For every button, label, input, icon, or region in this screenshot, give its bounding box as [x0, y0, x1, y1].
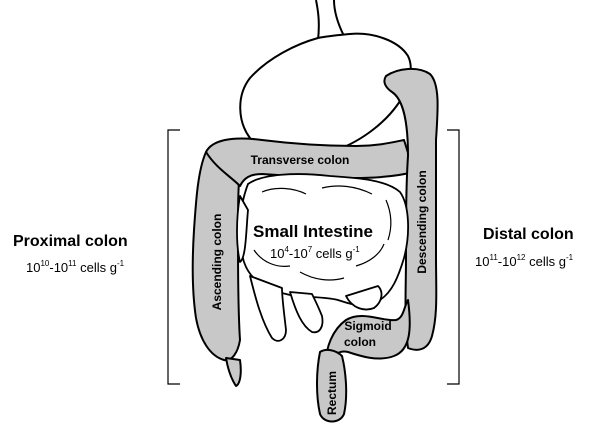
rectum-label: Rectum [325, 371, 339, 415]
proximal-colon-title: Proximal colon [13, 233, 128, 251]
ascending-colon-label: Ascending colon [210, 214, 224, 311]
distal-colon-title: Distal colon [483, 226, 574, 244]
descending-colon-label: Descending colon [415, 170, 429, 273]
stomach [240, 34, 411, 157]
distal-colon-count: 1011-1012 cells g-1 [475, 254, 573, 269]
small-intestine-title: Small Intestine [253, 222, 373, 242]
transverse-colon-label: Transverse colon [251, 153, 350, 167]
distal-bracket [447, 130, 459, 384]
proximal-bracket [168, 130, 180, 384]
sigmoid-colon-label-line2: colon [344, 335, 376, 349]
small-intestine-count: 104-107 cells g-1 [270, 246, 360, 261]
esophagus [316, 0, 344, 40]
appendix [226, 358, 241, 386]
proximal-colon-count: 1010-1011 cells g-1 [26, 260, 124, 275]
sigmoid-colon-label-line1: Sigmoid [344, 319, 391, 333]
